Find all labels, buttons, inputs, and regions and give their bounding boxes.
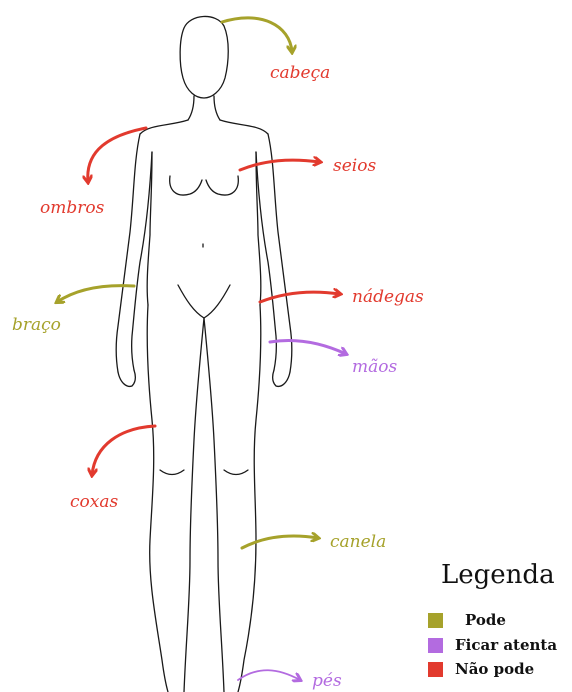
legend-swatch-pode [428,613,443,628]
legend-swatch-nao-pode [428,662,443,677]
arrow-pes [238,670,300,680]
arrow-canela [242,536,318,548]
arrow-maos [270,341,346,355]
legend-item-nao-pode: Não pode [428,658,534,680]
label-canela: canela [330,532,386,552]
label-maos: mãos [352,357,397,377]
legend-item-pode: Pode [428,609,506,631]
label-cabeca: cabeça [270,63,330,83]
legend-label: Pode [465,611,506,629]
label-ombros: ombros [40,198,105,218]
label-seios: seios [333,156,376,176]
body-outline [116,16,292,692]
label-pes: pés [312,671,342,691]
legend-swatch-atenta [428,638,443,653]
legend-title: Legenda [441,560,555,590]
label-braco: braço [12,315,61,335]
arrow-cabeca [222,18,292,52]
label-nadegas: nádegas [352,287,424,307]
arrow-seios [240,160,320,170]
label-coxas: coxas [70,492,118,512]
legend-label: Ficar atenta [455,636,557,654]
legend-item-ficar-atenta: Ficar atenta [428,634,557,656]
labels: cabeça ombros seios braço nádegas mãos c… [12,63,424,691]
legend-label: Não pode [455,660,534,678]
arrow-coxas [92,426,155,475]
